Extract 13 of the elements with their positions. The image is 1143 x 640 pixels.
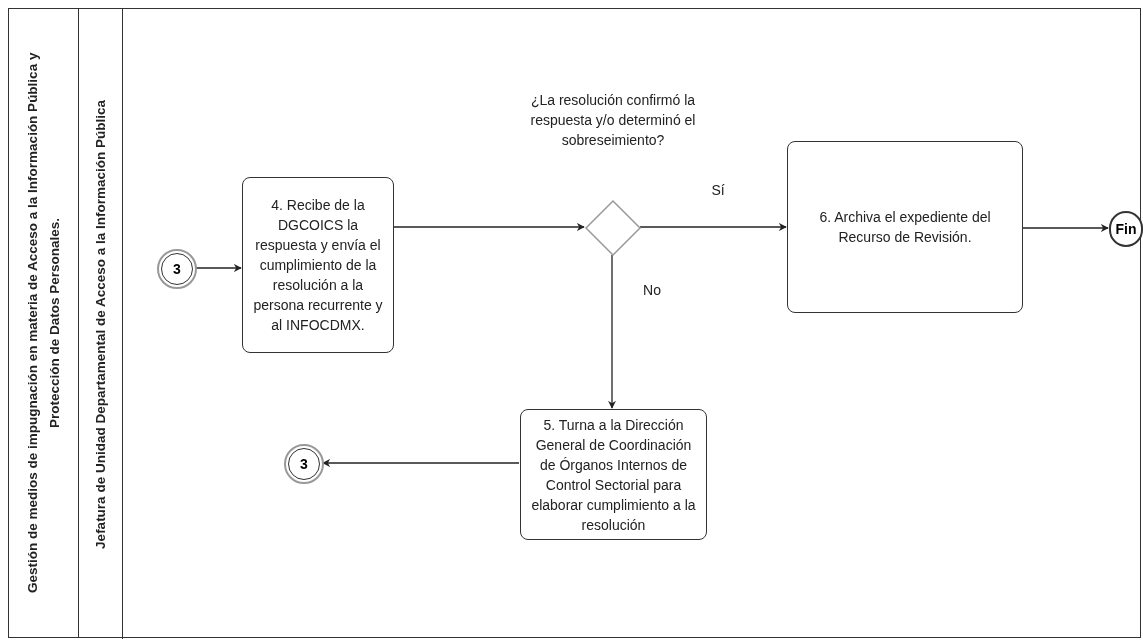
task-text: 6. Archiva el expediente del Recurso de Revisión. bbox=[818, 208, 992, 247]
arrow bbox=[1021, 224, 1109, 232]
lane-title: Jefatura de Unidad Departamental de Acceso a la Información Pública bbox=[92, 99, 109, 549]
task-text: 5. Turna a la Dirección General de Coordinación de Órganos Internos de Control Sectorial para elaborar cumplimiento a la resolución bbox=[530, 415, 697, 535]
task-box bbox=[520, 409, 707, 540]
arrow bbox=[392, 223, 585, 231]
arrow bbox=[639, 223, 787, 231]
task-text: 4. Recibe de la DGCOICS la respuesta y envía el cumplimiento de la resolución a la persona recurrente y al INFOCDMX. bbox=[252, 196, 384, 335]
task-box bbox=[242, 177, 394, 353]
task-box bbox=[787, 141, 1023, 313]
gateway-question: ¿La resolución confirmó la respuesta y/o determinó el sobreseimiento? bbox=[529, 91, 697, 150]
arrow bbox=[608, 254, 616, 409]
pool-title: Gestión de medios de impugnación en materia de Acceso a la Información Pública y Protección de Datos Personales. bbox=[23, 51, 63, 596]
